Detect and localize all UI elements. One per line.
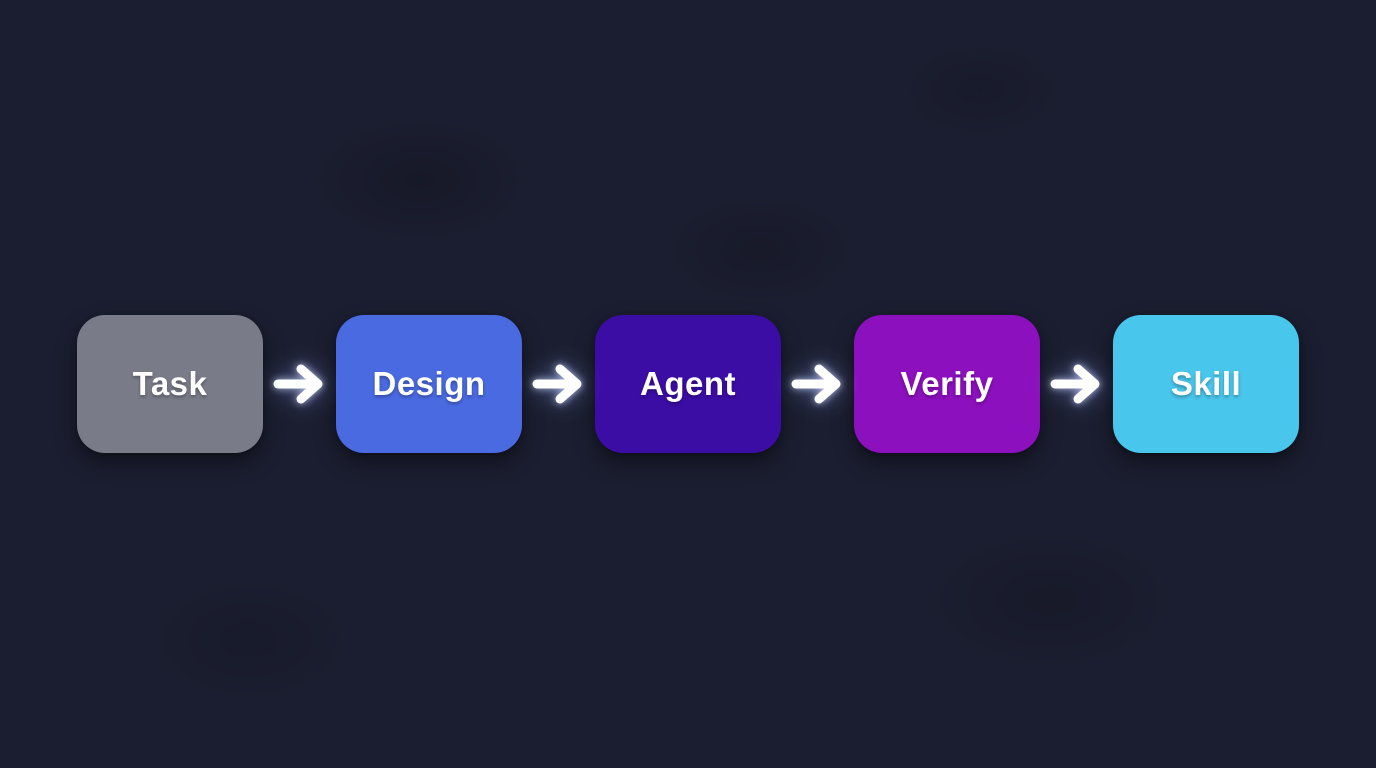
arrow-right-icon	[791, 364, 840, 404]
arrow-right-icon	[1050, 364, 1099, 404]
node-agent: Agent	[595, 315, 781, 453]
node-verify-label: Verify	[900, 365, 994, 402]
node-task: Task	[77, 315, 263, 453]
arrow-right-icon	[532, 364, 581, 404]
connector-4	[1040, 362, 1113, 406]
node-task-label: Task	[132, 365, 208, 402]
node-agent-label: Agent	[640, 365, 736, 402]
connector-1	[263, 362, 336, 406]
node-design-label: Design	[372, 365, 486, 402]
connector-3	[781, 362, 854, 406]
connector-2	[522, 362, 595, 406]
node-design: Design	[336, 315, 522, 453]
node-skill: Skill	[1113, 315, 1299, 453]
arrow-right-icon	[273, 364, 322, 404]
node-skill-label: Skill	[1170, 365, 1242, 402]
node-verify: Verify	[854, 315, 1040, 453]
